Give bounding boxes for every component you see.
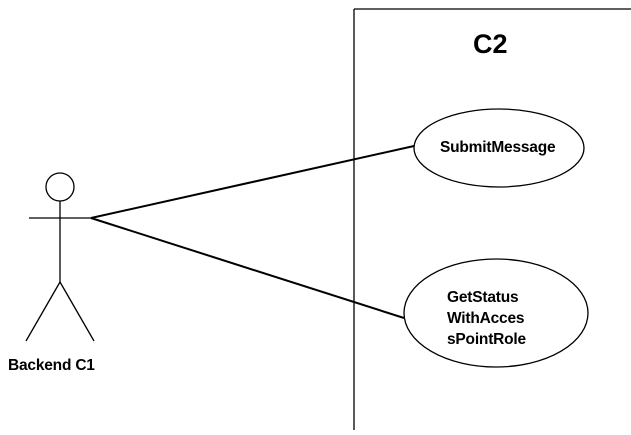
use-case-label-submitmessage: SubmitMessage: [440, 139, 556, 156]
system-boundary: [353, 8, 631, 430]
use-case-label-getstatus: GetStatus WithAcces sPointRole: [447, 287, 547, 350]
actor-stick-figure-icon: [25, 172, 95, 342]
use-case-ellipses: [403, 108, 589, 368]
actor-head: [45, 172, 75, 202]
actor-label: Backend C1: [8, 357, 95, 374]
association-line-getstatus: [90, 217, 405, 319]
associations: [90, 145, 415, 319]
use-case-label-line: sPointRole: [447, 331, 526, 348]
use-case-label-line: WithAcces: [447, 310, 525, 327]
use-case-label-line: GetStatus: [447, 289, 519, 306]
system-title: C2: [473, 29, 508, 59]
association-line-submitmessage: [90, 145, 415, 219]
use-case-ellipse-submitmessage[interactable]: [413, 108, 585, 188]
actor-right-leg: [59, 281, 95, 342]
use-case-ellipse-getstatus[interactable]: [403, 258, 589, 368]
actor-left-leg: [25, 281, 61, 342]
